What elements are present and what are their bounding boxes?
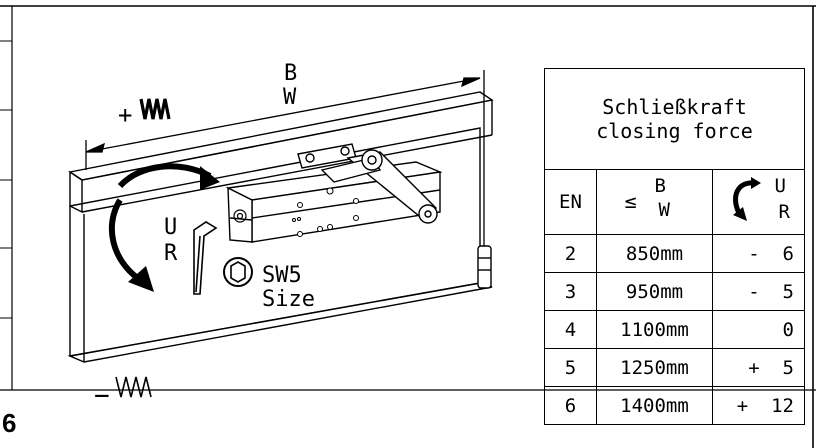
door-leaf: [67, 127, 493, 363]
table-row: 2 850mm - 6: [544, 234, 805, 273]
hex-socket-icon: [223, 257, 253, 287]
cell-sign: +: [748, 356, 760, 379]
rotation-arrow-top-icon: [117, 163, 220, 190]
cell-width: 1100mm: [596, 310, 713, 349]
width-dimension: [85, 70, 485, 250]
cell-adjust: + 5: [712, 348, 805, 387]
col-header-en: EN: [544, 169, 597, 235]
cell-en: 2: [544, 234, 597, 273]
closer-screws: [292, 187, 359, 237]
spring-strong-icon: [139, 98, 171, 120]
table-row: 5 1250mm + 5: [544, 348, 805, 387]
closer-arm: [320, 149, 438, 224]
table-title-row: Schließkraft closing force: [544, 68, 805, 170]
table-title-en: closing force: [596, 119, 753, 143]
cell-en: 5: [544, 348, 597, 387]
closer-valve-icon: [233, 209, 247, 223]
arm-mounting-plate: [297, 143, 357, 169]
table-header-row: EN ≤ B W U R: [544, 169, 805, 235]
cell-turns: 5: [782, 356, 794, 379]
width-letter-b: B: [284, 61, 297, 86]
wrench-size-label: SW5: [262, 263, 302, 288]
cell-width: 950mm: [596, 272, 713, 311]
direction-u: U: [164, 215, 177, 240]
cell-sign: +: [736, 394, 749, 417]
leq-symbol: ≤: [624, 188, 637, 213]
minus-sign: −: [94, 381, 110, 411]
cell-turns: 12: [771, 394, 794, 417]
cell-width: 850mm: [596, 234, 713, 273]
door-hinge: [477, 245, 492, 289]
col-header-w: W: [658, 198, 670, 221]
hex-key-icon: [193, 221, 218, 295]
closing-force-table: Schließkraft closing force EN ≤ B W U R: [544, 68, 805, 425]
plus-sign: +: [118, 101, 132, 129]
table-title-de: Schließkraft: [602, 95, 747, 119]
cell-turns: 0: [782, 318, 794, 341]
table-row: 3 950mm - 5: [544, 272, 805, 311]
col-header-r: R: [778, 200, 790, 223]
table-row: 4 1100mm 0: [544, 310, 805, 349]
page-number: 6: [2, 408, 17, 438]
cell-adjust: + 12: [712, 386, 805, 425]
cell-en: 6: [544, 386, 597, 425]
width-letter-w: W: [283, 85, 297, 110]
cell-en: 3: [544, 272, 597, 311]
cell-en: 4: [544, 310, 597, 349]
rotation-arrow-icon: [732, 176, 761, 221]
col-header-u: U: [774, 174, 786, 197]
cell-sign: -: [748, 280, 760, 303]
cell-adjust: - 6: [712, 234, 805, 273]
cell-adjust: 0: [712, 310, 805, 349]
col-header-width: ≤ B W: [596, 169, 713, 235]
cell-sign: -: [748, 242, 760, 265]
cell-turns: 6: [782, 242, 794, 265]
spring-weak-icon: [115, 376, 152, 398]
col-header-adjust: U R: [712, 169, 805, 235]
cell-width: 1250mm: [596, 348, 713, 387]
direction-r: R: [164, 241, 178, 266]
table-row: 6 1400mm + 12: [544, 386, 805, 425]
rotation-arrow-bottom-icon: [108, 198, 154, 292]
table-title-cell: Schließkraft closing force: [544, 68, 805, 170]
col-header-b: B: [654, 174, 666, 197]
wrench-size-en-label: Size: [262, 287, 315, 312]
cell-adjust: - 5: [712, 272, 805, 311]
cell-turns: 5: [782, 280, 794, 303]
cell-width: 1400mm: [596, 386, 713, 425]
